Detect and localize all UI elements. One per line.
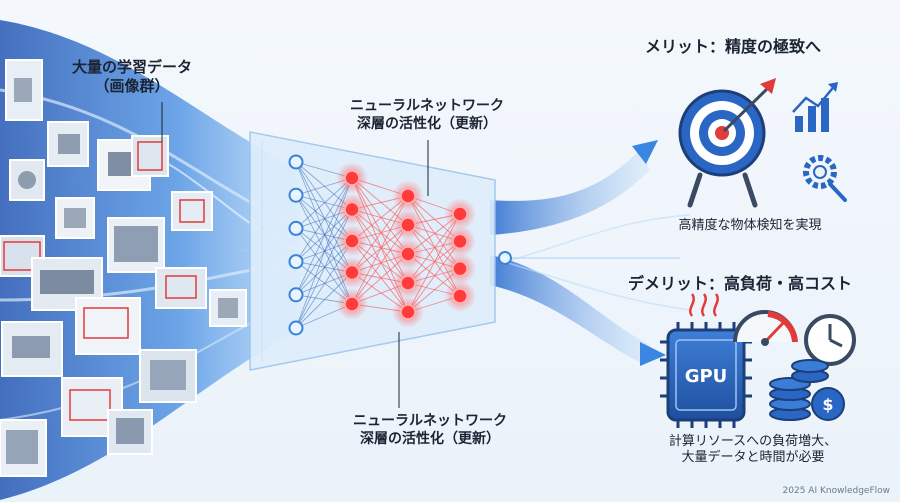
thumbnail (155, 267, 207, 309)
image-thumbnails (0, 59, 247, 477)
thumbnail (47, 121, 89, 167)
network-edge (295, 177, 353, 262)
network-edge (295, 161, 353, 242)
active-node (344, 264, 360, 281)
thumbnail (9, 159, 45, 201)
gear-icon (803, 155, 847, 202)
thumbnail (55, 197, 95, 239)
network-edge (351, 224, 409, 305)
active-node (400, 304, 416, 320)
thumbnail (107, 409, 153, 455)
gpu-chip-icon (660, 322, 752, 428)
network-label-bottom-line1: ニューラルネットワーク (353, 413, 507, 429)
merit-body: 高精度な物体検知を実現 (678, 218, 822, 233)
network-label-bottom: ニューラルネットワーク 深層の活性化（更新） (300, 413, 560, 448)
active-node (400, 188, 416, 204)
thumbnail (131, 135, 169, 177)
chart-up-icon (792, 82, 838, 132)
input-data-label: 大量の学習データ （画像群） (52, 58, 212, 96)
active-node (452, 233, 468, 250)
thumbnail (0, 419, 47, 477)
merit-title: メリット：精度の極致へ (645, 37, 822, 56)
network-label-top-line1: ニューラルネットワーク (350, 98, 504, 114)
input-data-subtitle: （画像群） (94, 76, 170, 95)
thumbnail (1, 321, 63, 377)
gauge-icon (733, 310, 798, 346)
demerit-body-line1: 計算リソースへの負荷増大、 (668, 434, 838, 449)
active-node (344, 233, 360, 249)
clock-icon (804, 314, 856, 366)
active-node (344, 201, 360, 218)
thumbnail (139, 349, 197, 403)
neural-network-graph (288, 154, 476, 336)
network-label-bottom-line2: 深層の活性化（更新） (360, 430, 500, 447)
active-node (400, 275, 416, 291)
dollar-icon: $ (822, 395, 833, 414)
active-node (344, 296, 360, 312)
active-node (400, 217, 416, 233)
output-node (498, 251, 512, 265)
demerit-body: 計算リソースへの負荷増大、 大量データと時間が必要 (633, 434, 873, 467)
network-label-top-line2: 深層の活性化（更新） (357, 115, 497, 132)
thumbnail (209, 289, 247, 327)
demerit-title: デメリット：高負荷・高コスト (628, 274, 853, 293)
network-label-top: ニューラルネットワーク 深層の活性化（更新） (312, 98, 542, 133)
active-node (400, 246, 416, 262)
active-node (344, 170, 360, 186)
input-node (288, 320, 304, 336)
active-node (452, 260, 468, 277)
input-node (288, 220, 304, 236)
network-edge (295, 161, 353, 273)
input-node (288, 187, 304, 203)
output-flow (490, 140, 691, 366)
coins-icon (769, 359, 845, 421)
input-data-title: 大量の学習データ (71, 58, 192, 76)
demerit-body-line2: 大量データと時間が必要 (681, 450, 825, 466)
heat-icon (689, 293, 719, 317)
footer-credit: 2025 AI KnowledgeFlow (782, 486, 890, 496)
input-node (288, 287, 304, 303)
input-node (288, 254, 304, 270)
thumbnail (171, 191, 213, 231)
gpu-label: GPU (685, 366, 728, 387)
active-node (452, 206, 468, 222)
thumbnail (5, 59, 43, 121)
active-node (452, 288, 468, 304)
input-node (288, 154, 304, 170)
network-edge (295, 240, 353, 329)
target-icon (678, 78, 776, 208)
thumbnail (75, 297, 141, 355)
network-edge (295, 194, 353, 305)
thumbnail (107, 217, 165, 273)
